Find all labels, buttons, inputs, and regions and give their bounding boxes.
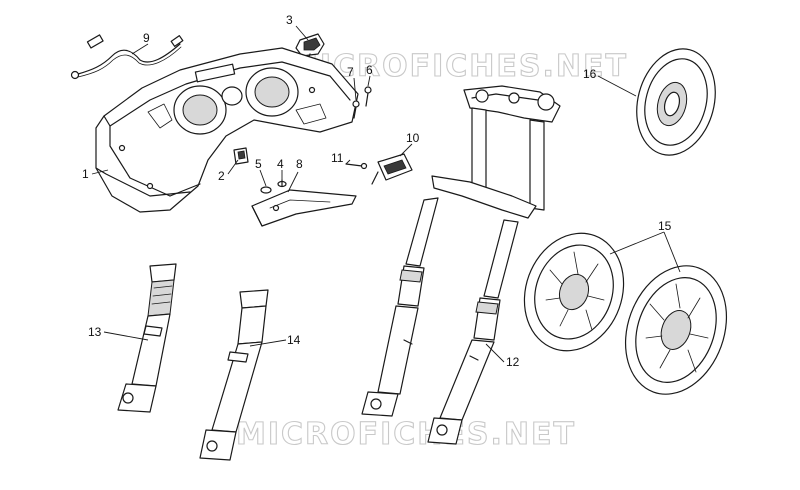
screw-part-7 — [352, 100, 360, 119]
nut-part-4 — [277, 179, 287, 188]
brake-disc-part-15b — [624, 265, 728, 395]
watermark-bottom: MICROFICHES.NET — [236, 417, 576, 452]
callout-16: 16 — [583, 67, 597, 81]
instrument-panel-part — [95, 47, 359, 213]
fork-slider-part-13 — [117, 263, 177, 413]
callout-7: 7 — [347, 65, 354, 79]
callout-11: 11 — [331, 151, 344, 165]
bracket-plate-part — [251, 189, 357, 227]
connector-part — [291, 33, 325, 71]
callout-4: 4 — [277, 157, 284, 171]
washer-part-5 — [260, 186, 272, 194]
callout-8: 8 — [296, 157, 303, 171]
wiring-harness-part — [70, 34, 184, 80]
callout-2: 2 — [218, 169, 225, 183]
callout-1: 1 — [82, 167, 89, 181]
sensor-part — [371, 153, 413, 185]
callout-12: 12 — [506, 355, 520, 369]
fork-slider-part-14 — [199, 289, 269, 461]
callout-10: 10 — [406, 131, 420, 145]
callout-15: 15 — [658, 219, 672, 233]
callout-14: 14 — [287, 333, 301, 347]
callout-6: 6 — [366, 63, 373, 77]
brake-disc-part-15a — [523, 232, 625, 352]
callout-9: 9 — [143, 31, 150, 45]
leader-lines — [91, 25, 681, 363]
callout-labels: 1 2 3 4 5 6 7 8 9 10 11 12 13 14 15 16 — [82, 13, 672, 369]
screw-part-6 — [364, 86, 372, 107]
brake-disc-part-16 — [636, 48, 716, 156]
callout-3: 3 — [286, 13, 293, 27]
clip-part — [233, 147, 249, 165]
callout-13: 13 — [88, 325, 102, 339]
front-fork-assembly-part — [361, 85, 561, 445]
callout-5: 5 — [255, 157, 262, 171]
screw-part-11 — [345, 162, 368, 170]
